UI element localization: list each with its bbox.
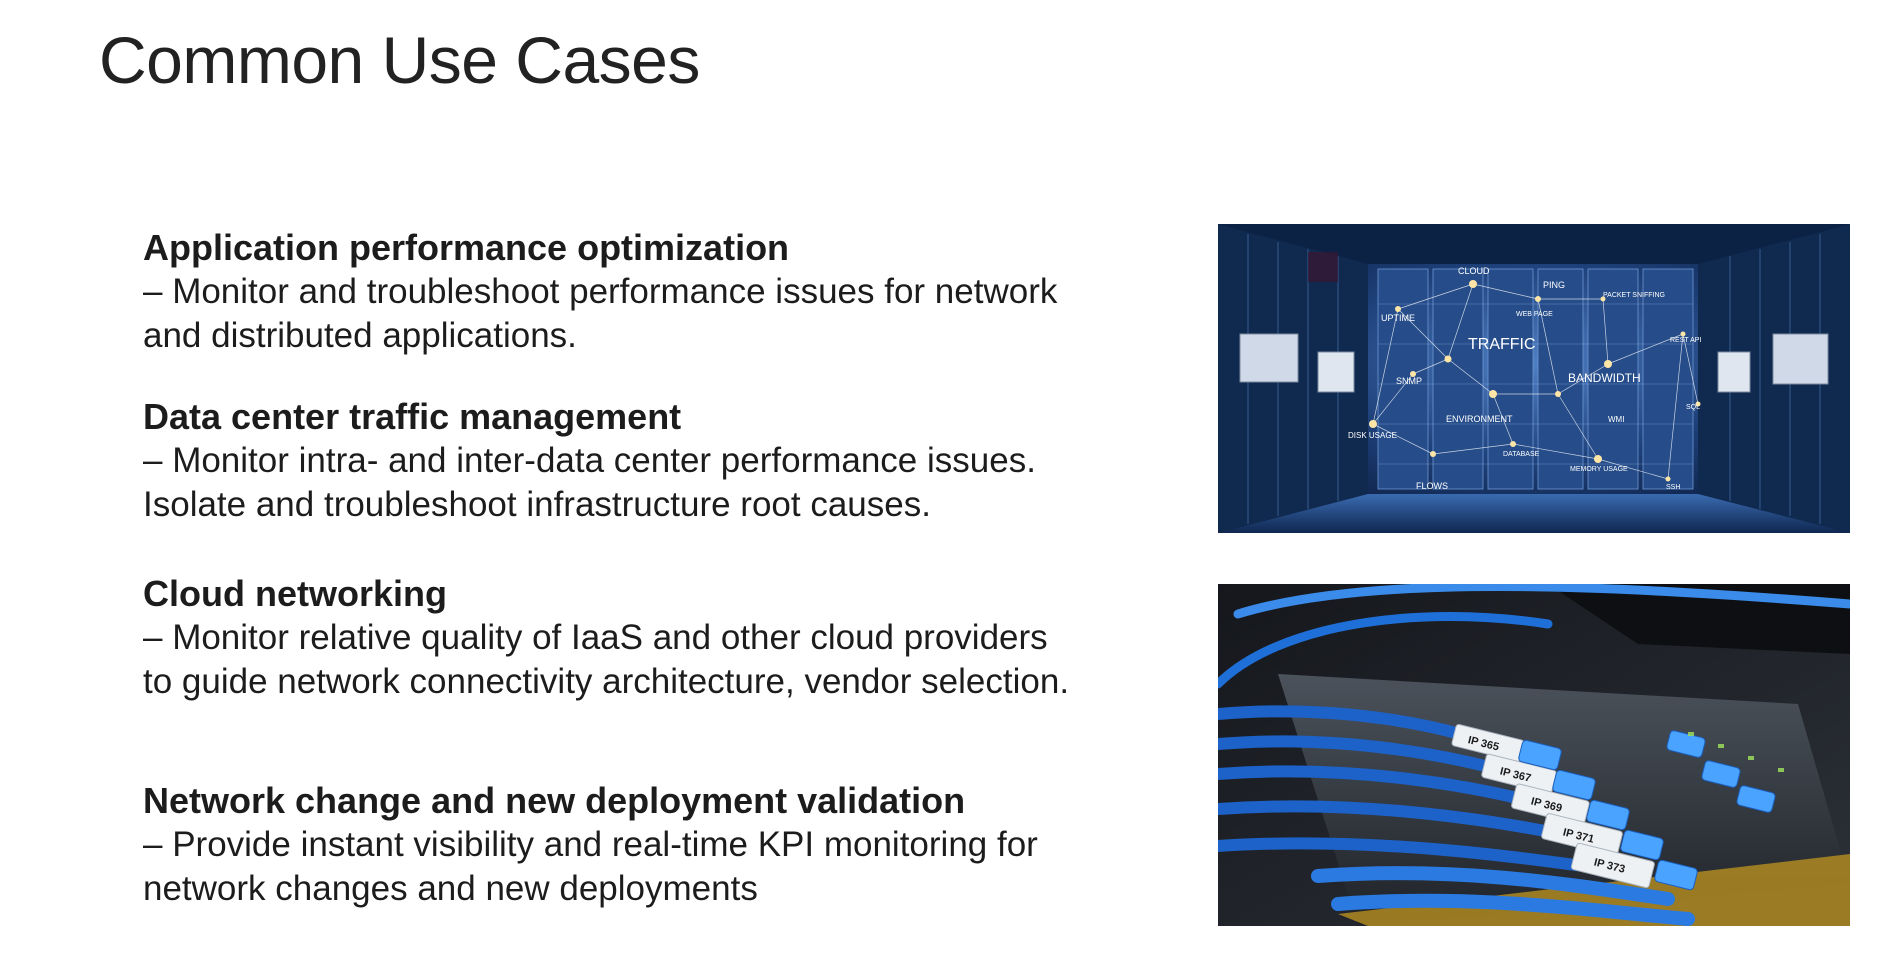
- use-case-datacenter-traffic: Data center traffic management – Monitor…: [143, 395, 1123, 527]
- label-bandwidth: BANDWIDTH: [1568, 371, 1641, 385]
- use-case-description-line: and distributed applications.: [143, 316, 577, 355]
- label-ssh: SSH: [1666, 484, 1680, 491]
- use-case-cloud-networking: Cloud networking – Monitor relative qual…: [143, 572, 1123, 704]
- use-case-deployment-validation: Network change and new deployment valida…: [143, 779, 1123, 911]
- label-flows: FLOWS: [1416, 481, 1448, 491]
- label-packet: PACKET SNIFFING: [1603, 292, 1665, 299]
- label-environment: ENVIRONMENT: [1446, 414, 1513, 424]
- network-cables-image: IP 365 IP 367 IP 369 IP 371 IP 373: [1218, 584, 1850, 926]
- label-webpage: WEB PAGE: [1516, 311, 1553, 318]
- label-sql: SQL: [1686, 404, 1700, 411]
- slide-title: Common Use Cases: [99, 23, 700, 97]
- use-case-description-line: – Monitor intra- and inter-data center p…: [143, 441, 1036, 480]
- use-case-description-line: – Provide instant visibility and real-ti…: [143, 825, 1038, 864]
- label-wmi: WMI: [1608, 415, 1624, 424]
- datacenter-illustration: CLOUD PING UPTIME WEB PAGE PACKET SNIFFI…: [1218, 224, 1850, 533]
- label-traffic: TRAFFIC: [1468, 336, 1536, 353]
- label-snmp: SNMP: [1396, 376, 1422, 386]
- cables-illustration: IP 365 IP 367 IP 369 IP 371 IP 373: [1218, 584, 1850, 926]
- label-cloud: CLOUD: [1458, 266, 1490, 276]
- datacenter-network-image: CLOUD PING UPTIME WEB PAGE PACKET SNIFFI…: [1218, 224, 1850, 533]
- use-case-heading: Application performance optimization: [143, 227, 790, 268]
- label-memory: MEMORY USAGE: [1570, 466, 1628, 473]
- label-database: DATABASE: [1503, 451, 1540, 458]
- label-ping: PING: [1543, 280, 1565, 290]
- use-case-app-performance: Application performance optimization – M…: [143, 226, 1123, 358]
- use-case-description-line: Isolate and troubleshoot infrastructure …: [143, 485, 931, 524]
- use-case-description-line: network changes and new deployments: [143, 869, 758, 908]
- label-rest: REST API: [1670, 337, 1701, 344]
- use-case-description-line: – Monitor relative quality of IaaS and o…: [143, 618, 1048, 657]
- use-case-heading: Data center traffic management: [143, 396, 682, 437]
- use-case-heading: Network change and new deployment valida…: [143, 780, 966, 821]
- label-disk: DISK USAGE: [1348, 431, 1397, 440]
- use-case-description-line: to guide network connectivity architectu…: [143, 662, 1070, 701]
- use-case-description-line: – Monitor and troubleshoot performance i…: [143, 272, 1058, 311]
- label-uptime: UPTIME: [1381, 313, 1415, 323]
- use-case-heading: Cloud networking: [143, 573, 447, 614]
